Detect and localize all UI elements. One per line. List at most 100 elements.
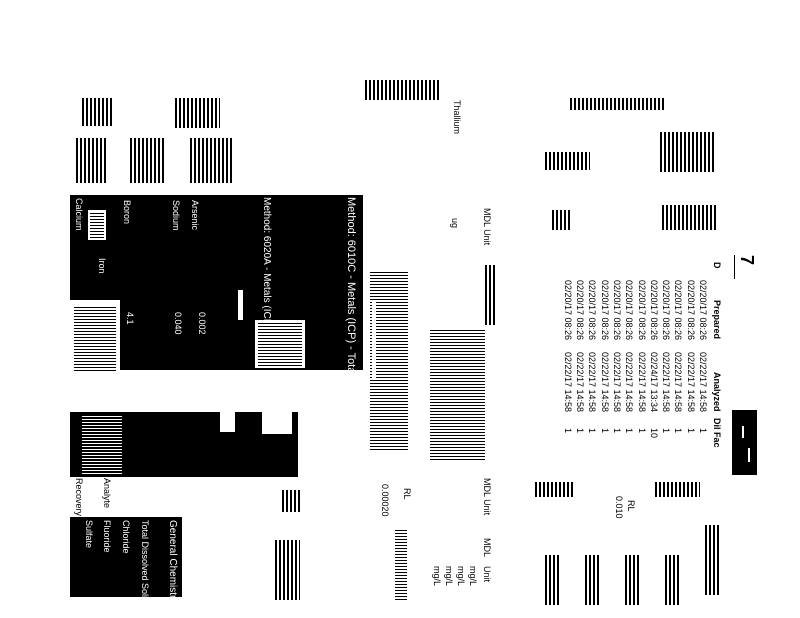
general-chemistry-title: General Chemistry — [167, 520, 178, 604]
col-header-d: D — [712, 262, 722, 269]
row-analyzed: 02/22/17 14:58 — [698, 352, 708, 413]
row-dilfac: 1 — [599, 428, 610, 434]
col-block-1 — [365, 80, 440, 100]
analyte-calcium: Calcium — [74, 198, 84, 231]
header-block-2 — [175, 98, 220, 128]
row-prepared: 02/20/17 08:26 — [648, 280, 659, 341]
row-prepared: 02/20/17 08:26 — [661, 280, 672, 341]
row-dilfac: 1 — [611, 428, 622, 434]
mdl-label: MDL — [482, 538, 492, 558]
row-prepared: 02/20/17 08:26 — [673, 280, 684, 341]
ug-label: ug — [450, 218, 460, 229]
page-number: 7 — [737, 255, 757, 266]
dotted-col-1 — [370, 270, 408, 450]
row-dilfac: 10 — [648, 428, 659, 439]
dotted-col-blank — [372, 300, 376, 380]
row-analyzed: 02/22/17 14:58 — [685, 352, 696, 413]
analyte-iron: Iron — [97, 258, 107, 274]
method-header: Method: 6010C - Metals (ICP) - Total Rec… — [345, 197, 357, 441]
mdl-unit-header: MDL Unit — [482, 208, 492, 246]
header-block-4 — [130, 138, 165, 183]
row-dilfac: 1 — [636, 428, 647, 434]
page-number-underline — [734, 255, 735, 279]
row-prepared: 02/20/17 08:26 — [562, 280, 573, 341]
analyte-sodium: Sodium — [171, 200, 181, 231]
right-block-8 — [545, 555, 560, 605]
thallium-label: Thallium — [452, 100, 462, 135]
row-analyzed: 02/22/17 14:58 — [673, 352, 684, 413]
right-tab-mark-1 — [742, 426, 744, 438]
panel-white-stripe — [74, 305, 116, 371]
value-2: 0.040 — [173, 312, 183, 335]
row-dilfac: 1 — [698, 428, 708, 434]
right-block-2 — [545, 152, 590, 170]
rl-label-right: RL — [626, 500, 636, 512]
unit-3: mg/L — [444, 566, 454, 587]
row-prepared: 02/20/17 08:26 — [611, 280, 622, 341]
col-header-prepared: Prepared — [712, 300, 722, 340]
unit-2: mg/L — [456, 566, 466, 587]
gc-analyte-sulfate: Sulfate — [84, 520, 94, 549]
right-block-6 — [535, 482, 573, 497]
row-dilfac: 1 — [685, 428, 696, 434]
row-prepared: 02/20/17 08:26 — [685, 280, 696, 341]
mid-block-2 — [275, 540, 300, 600]
right-tab-mark-2 — [748, 448, 750, 462]
right-block-11 — [665, 555, 680, 605]
row-dilfac: 1 — [661, 428, 672, 434]
row-analyzed: 02/22/17 14:58 — [562, 352, 573, 413]
row-prepared: 02/20/17 08:26 — [698, 280, 708, 341]
col-block-2 — [485, 265, 495, 325]
right-block-4 — [662, 205, 717, 230]
lower-panel-stripe — [82, 414, 122, 474]
header-block-1 — [82, 98, 112, 126]
lower-panel-white — [220, 412, 235, 432]
value-3: 4.1 — [125, 312, 135, 325]
dotted-col-2 — [430, 330, 485, 460]
mid-block-3 — [395, 530, 407, 600]
lower-panel-white-2 — [262, 412, 292, 434]
row-prepared: 02/20/17 08:26 — [599, 280, 610, 341]
row-analyzed: 02/22/17 14:58 — [587, 352, 598, 413]
header-block-5 — [190, 138, 232, 183]
row-analyzed: 02/24/17 13:34 — [648, 352, 659, 413]
right-block-1 — [570, 98, 665, 110]
row-dilfac: 1 — [575, 428, 585, 434]
row-analyzed: 02/22/17 14:58 — [624, 352, 635, 413]
col-header-dilfac: Dil Fac — [712, 418, 722, 448]
panel-values-stripe — [258, 322, 302, 366]
rl-label-left: RL — [402, 488, 412, 500]
unit-label-right: Unit — [482, 566, 492, 583]
right-block-12 — [705, 525, 720, 595]
gc-analyte-tds: Total Dissolved Solids — [140, 520, 150, 608]
unit-1: mg/L — [468, 566, 478, 587]
right-tab — [732, 410, 757, 475]
unit-header-mid: MDL Unit — [482, 478, 492, 516]
right-block-5 — [552, 210, 570, 230]
row-dilfac: 1 — [587, 428, 598, 434]
gc-analyte-chloride: Chloride — [121, 520, 131, 554]
row-dilfac: 1 — [624, 428, 635, 434]
row-analyzed: 02/22/17 14:58 — [661, 352, 672, 413]
row-prepared: 02/20/17 08:26 — [575, 280, 585, 341]
row-dilfac: 1 — [673, 428, 684, 434]
rl-value: 0.00020 — [380, 484, 390, 517]
row-dilfac: 1 — [562, 428, 573, 434]
right-block-3 — [660, 132, 715, 172]
general-chemistry-panel — [70, 517, 182, 597]
panel-label-1-fill — [90, 212, 104, 238]
row-prepared: 02/20/17 08:26 — [636, 280, 647, 341]
right-block-10 — [625, 555, 640, 605]
row-analyzed: 02/22/17 14:58 — [636, 352, 647, 413]
panel-bar-white — [238, 290, 243, 320]
right-block-9 — [585, 555, 600, 605]
unit-4: mg/L — [432, 566, 442, 587]
analyte-label: Analyte — [102, 478, 112, 509]
row-prepared: 02/20/17 08:26 — [624, 280, 635, 341]
right-block-7 — [655, 482, 700, 497]
analyte-arsenic: Arsenic — [190, 200, 200, 231]
row-analyzed: 02/22/17 14:58 — [575, 352, 585, 413]
row-prepared: 02/20/17 08:26 — [587, 280, 598, 341]
gc-analyte-fluoride: Fluoride — [102, 520, 112, 553]
mid-block-1 — [282, 490, 300, 512]
